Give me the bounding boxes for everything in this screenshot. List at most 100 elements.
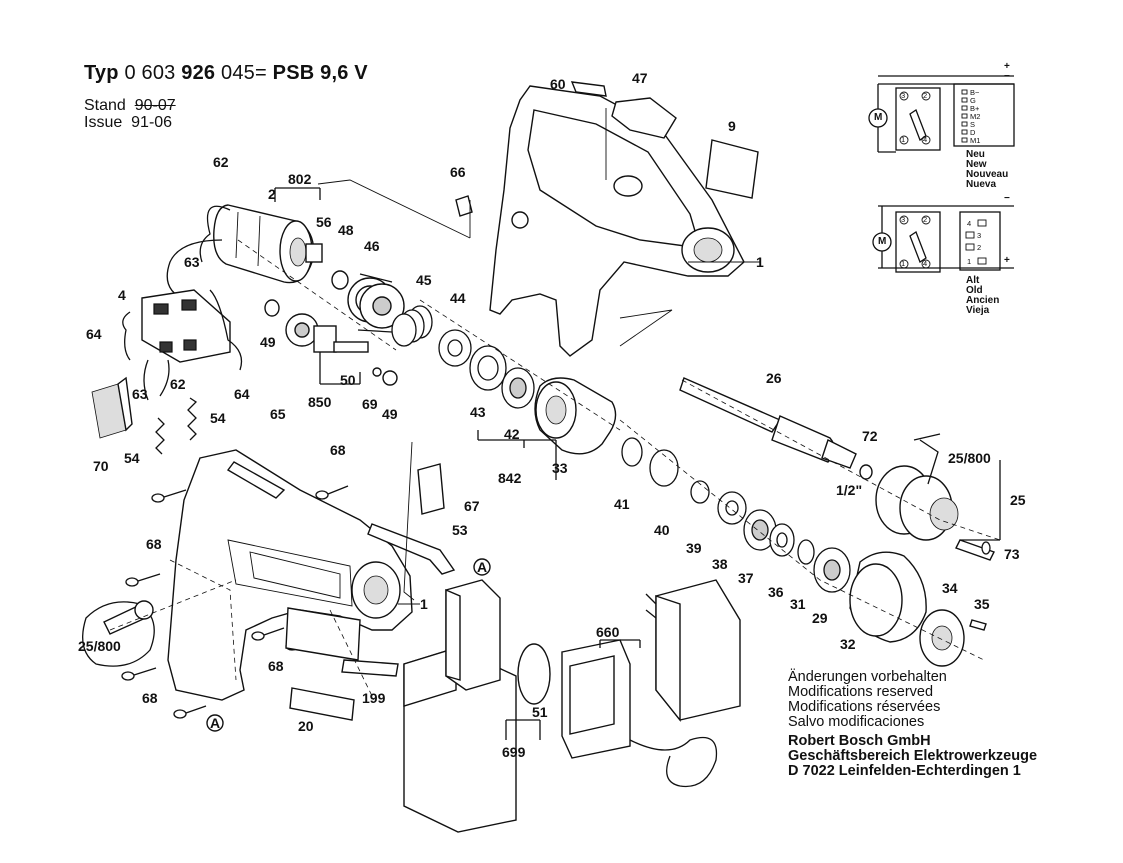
part-label-63-top: 63	[184, 254, 200, 270]
part-label-43: 43	[470, 404, 486, 420]
battery-pack	[403, 579, 551, 833]
part-label-68-middle: 68	[268, 658, 284, 674]
chuck-detail-inset	[82, 600, 155, 667]
label-plates	[285, 607, 399, 721]
part-label-37: 37	[738, 570, 754, 586]
part-label-63-bottom: 63	[132, 386, 148, 402]
part-label-54-bottom: 54	[124, 450, 140, 466]
schematic-old-caption: Alt Old Ancien Vieja	[966, 275, 1000, 316]
stand-row: Stand 90-07	[84, 97, 176, 115]
terminal-1-new: 1	[901, 135, 906, 144]
schematic-new-motor: M	[874, 112, 883, 123]
issue-row: Issue 91-06	[84, 114, 172, 132]
clutch-parts	[391, 305, 617, 480]
spring-clips	[155, 397, 198, 455]
pin-s: S	[970, 120, 976, 129]
part-label-802: 802	[288, 171, 312, 187]
part-label-1-housing: 1	[756, 254, 764, 270]
pin-g: G	[970, 96, 976, 105]
terminal-2-new: 2	[923, 91, 928, 100]
pin-m1: M1	[970, 136, 981, 145]
old-pin-3: 3	[977, 231, 982, 240]
part-number-mid: 926	[181, 62, 216, 84]
part-label-47: 47	[632, 70, 648, 86]
part-number-suffix: 045	[221, 62, 256, 84]
part-label-699: 699	[502, 744, 526, 760]
part-label-850: 850	[308, 394, 332, 410]
part-label-66: 66	[450, 164, 466, 180]
handle-housing	[167, 449, 456, 701]
part-label-49-left: 49	[260, 334, 276, 350]
company-address: Robert Bosch GmbH Geschäftsbereich Elekt…	[788, 733, 1038, 779]
pin-b-plus: B+	[970, 104, 980, 113]
part-label-34: 34	[942, 580, 958, 596]
battery-charger	[561, 579, 741, 788]
thread-size-label: 1/2"	[836, 482, 863, 498]
part-label-199: 199	[362, 690, 386, 706]
part-label-50: 50	[340, 372, 356, 388]
part-label-31: 31	[790, 596, 806, 612]
part-label-842: 842	[498, 470, 522, 486]
part-label-39: 39	[686, 540, 702, 556]
part-label-46: 46	[364, 238, 380, 254]
spindle	[679, 377, 873, 480]
part-label-45: 45	[416, 272, 432, 288]
pin-m2: M2	[970, 112, 981, 121]
part-label-68-bottom: 68	[142, 690, 158, 706]
part-label-35: 35	[974, 596, 990, 612]
part-label-25-800: 25/800	[948, 450, 991, 466]
part-label-60: 60	[550, 76, 566, 92]
part-label-56: 56	[316, 214, 332, 230]
old-pin-4: 4	[967, 219, 972, 228]
part-label-44: 44	[450, 290, 466, 306]
model-name: PSB 9,6 V	[272, 62, 368, 84]
wiring-schematic-new	[868, 75, 1015, 153]
part-label-72: 72	[862, 428, 878, 444]
part-label-48: 48	[338, 222, 354, 238]
pin-d: D	[970, 128, 976, 137]
part-label-26: 26	[766, 370, 782, 386]
schematic-old-plus: +	[1004, 255, 1010, 266]
part-label-42: 42	[504, 426, 520, 442]
part-number-prefix: 0 603	[124, 62, 176, 84]
part-label-67: 67	[464, 498, 480, 514]
part-label-53: 53	[452, 522, 468, 538]
part-label-1-handle: 1	[420, 596, 428, 612]
terminal-1-old: 1	[901, 259, 906, 268]
gear-train	[264, 270, 405, 386]
stand-old-value: 90-07	[134, 97, 176, 114]
part-label-660: 660	[596, 624, 620, 640]
part-label-32: 32	[840, 636, 856, 652]
equals-sign: =	[255, 62, 267, 84]
bracket-802	[274, 187, 321, 202]
part-label-25: 25	[1010, 492, 1026, 508]
leader-lines	[109, 108, 1001, 701]
motor-assembly	[166, 204, 323, 301]
part-label-62-bottom: 62	[170, 376, 186, 392]
part-label-62: 62	[213, 154, 229, 170]
part-label-73: 73	[1004, 546, 1020, 562]
carbon-brush	[91, 376, 133, 439]
typ-label: Typ	[84, 62, 119, 84]
part-label-49-right: 49	[382, 406, 398, 422]
terminal-3-new: 3	[901, 91, 906, 100]
schematic-old-motor: M	[878, 236, 887, 247]
stand-label: Stand	[84, 97, 126, 114]
type-heading: Typ 0 603 926 045= PSB 9,6 V	[84, 62, 368, 85]
part-label-68-left: 68	[146, 536, 162, 552]
part-label-2: 2	[268, 186, 276, 202]
part-label-25-800-inset: 25/800	[78, 638, 121, 654]
part-label-64-left: 64	[86, 326, 102, 342]
part-label-51: 51	[532, 704, 548, 720]
switch-parts	[417, 81, 759, 515]
part-label-4: 4	[118, 287, 126, 303]
wiring-schematic-old	[872, 205, 1014, 273]
part-label-38: 38	[712, 556, 728, 572]
terminal-3-old: 3	[901, 215, 906, 224]
old-pin-2: 2	[977, 243, 982, 252]
part-label-68-top: 68	[330, 442, 346, 458]
part-label-29: 29	[812, 610, 828, 626]
marker-a-top: A	[477, 559, 488, 575]
